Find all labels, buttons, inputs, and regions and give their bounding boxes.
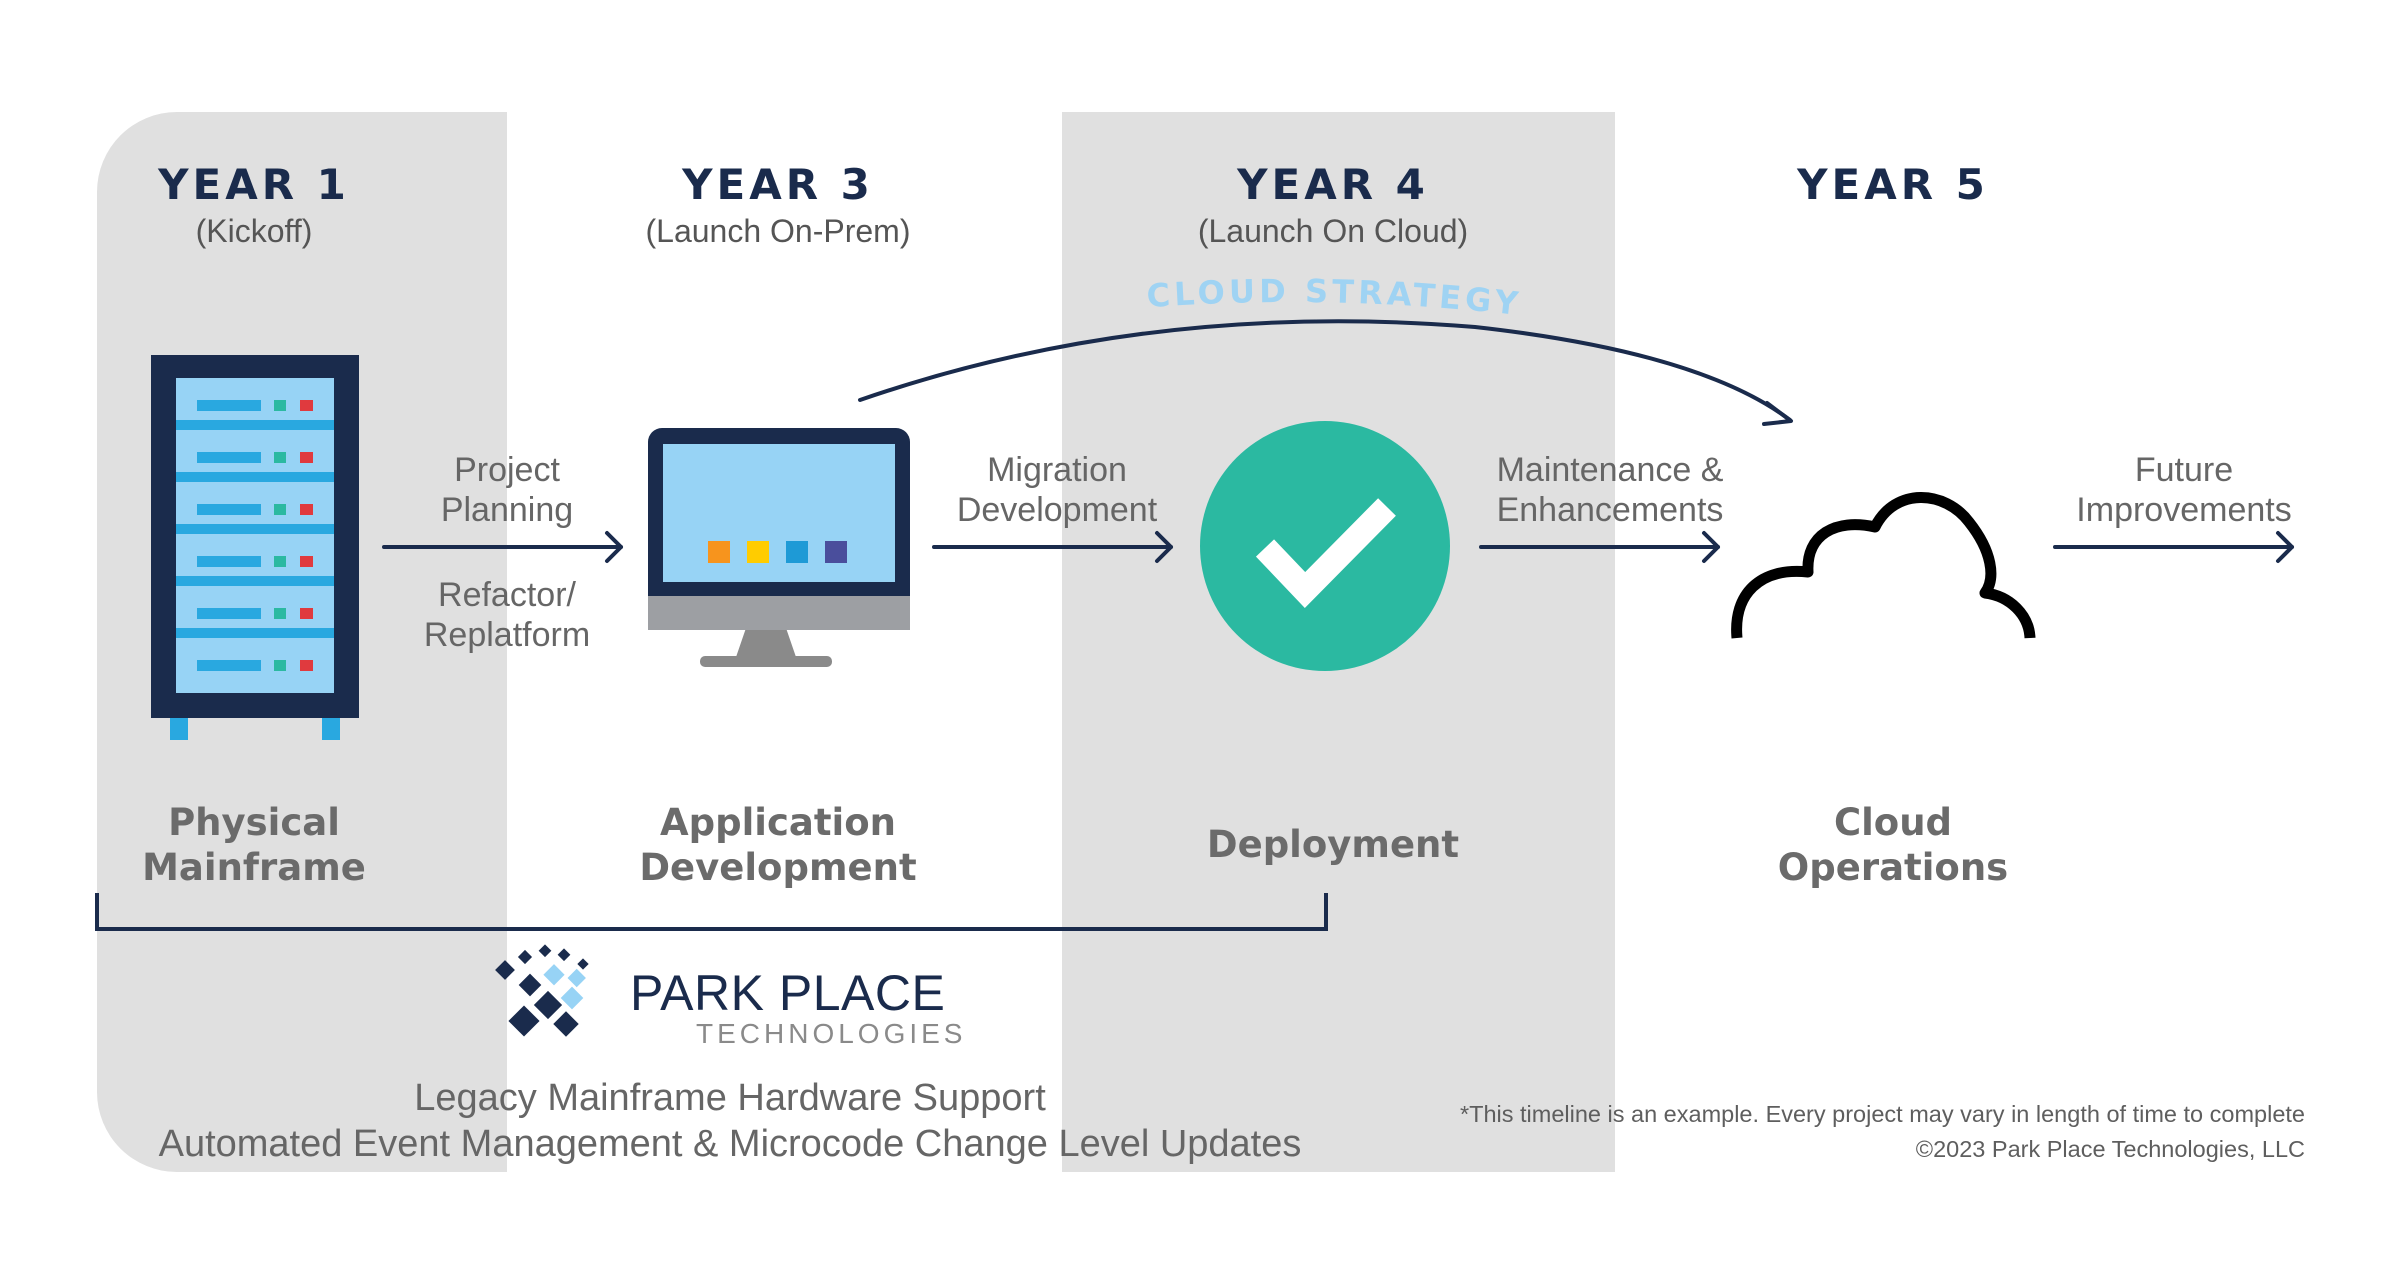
monitor-icon <box>648 428 910 667</box>
copyright: ©2023 Park Place Technologies, LLC <box>1915 1136 2305 1162</box>
footnote-block: *This timeline is an example. Every proj… <box>1460 1097 2305 1167</box>
year-sublabel: (Launch On-Prem) <box>645 213 911 249</box>
transition-label-maintenance: Maintenance & Enhancements <box>1496 451 1724 529</box>
stage-application-development: Application Development <box>639 801 917 889</box>
logo-main-text: PARK PLACE <box>630 965 946 1021</box>
flow-arrows <box>382 531 2294 563</box>
cloud-strategy-arc: CLOUD STRATEGY <box>858 272 1793 426</box>
park-place-logo-icon <box>495 944 589 1037</box>
year-label: YEAR 5 <box>1797 160 1989 209</box>
column-year5-header: YEAR 5 <box>1613 160 2173 213</box>
park-place-logo: PARK PLACE TECHNOLOGIES <box>630 967 966 1049</box>
column-year1-header: YEAR 1 (Kickoff) <box>0 160 534 250</box>
column-year4-header: YEAR 4 (Launch On Cloud) <box>1053 160 1613 250</box>
year-label: YEAR 3 <box>682 160 874 209</box>
year-label: YEAR 1 <box>158 160 350 209</box>
svg-text:CLOUD STRATEGY: CLOUD STRATEGY <box>1145 272 1523 323</box>
column-year3-header: YEAR 3 (Launch On-Prem) <box>498 160 1058 250</box>
transition-label-migration: Migration Development <box>956 451 1158 529</box>
year-label: YEAR 4 <box>1237 160 1429 209</box>
legacy-support-text: Legacy Mainframe Hardware Support Automa… <box>158 1077 1302 1165</box>
cloud-icon <box>1731 492 2036 639</box>
transition-label-future: Future Improvements <box>2076 451 2292 529</box>
transition-label-refactor: Refactor/ Replatform <box>423 576 591 654</box>
checkmark-circle-icon <box>1200 421 1450 671</box>
legacy-support-bracket <box>95 893 1328 931</box>
cloud-strategy-label: CLOUD STRATEGY <box>1145 272 1519 323</box>
stage-cloud-operations: Cloud Operations <box>1777 801 2009 889</box>
server-rack-icon <box>151 355 359 740</box>
footnote: *This timeline is an example. Every proj… <box>1459 1101 2305 1127</box>
stage-physical-mainframe: Physical Mainframe <box>142 801 366 889</box>
year-sublabel: (Kickoff) <box>195 213 313 249</box>
transition-label-project-planning: Project Planning <box>440 451 574 529</box>
year-sublabel: (Launch On Cloud) <box>1197 213 1469 249</box>
stage-deployment: Deployment <box>1206 823 1460 866</box>
logo-sub-text: TECHNOLOGIES <box>696 1018 967 1049</box>
